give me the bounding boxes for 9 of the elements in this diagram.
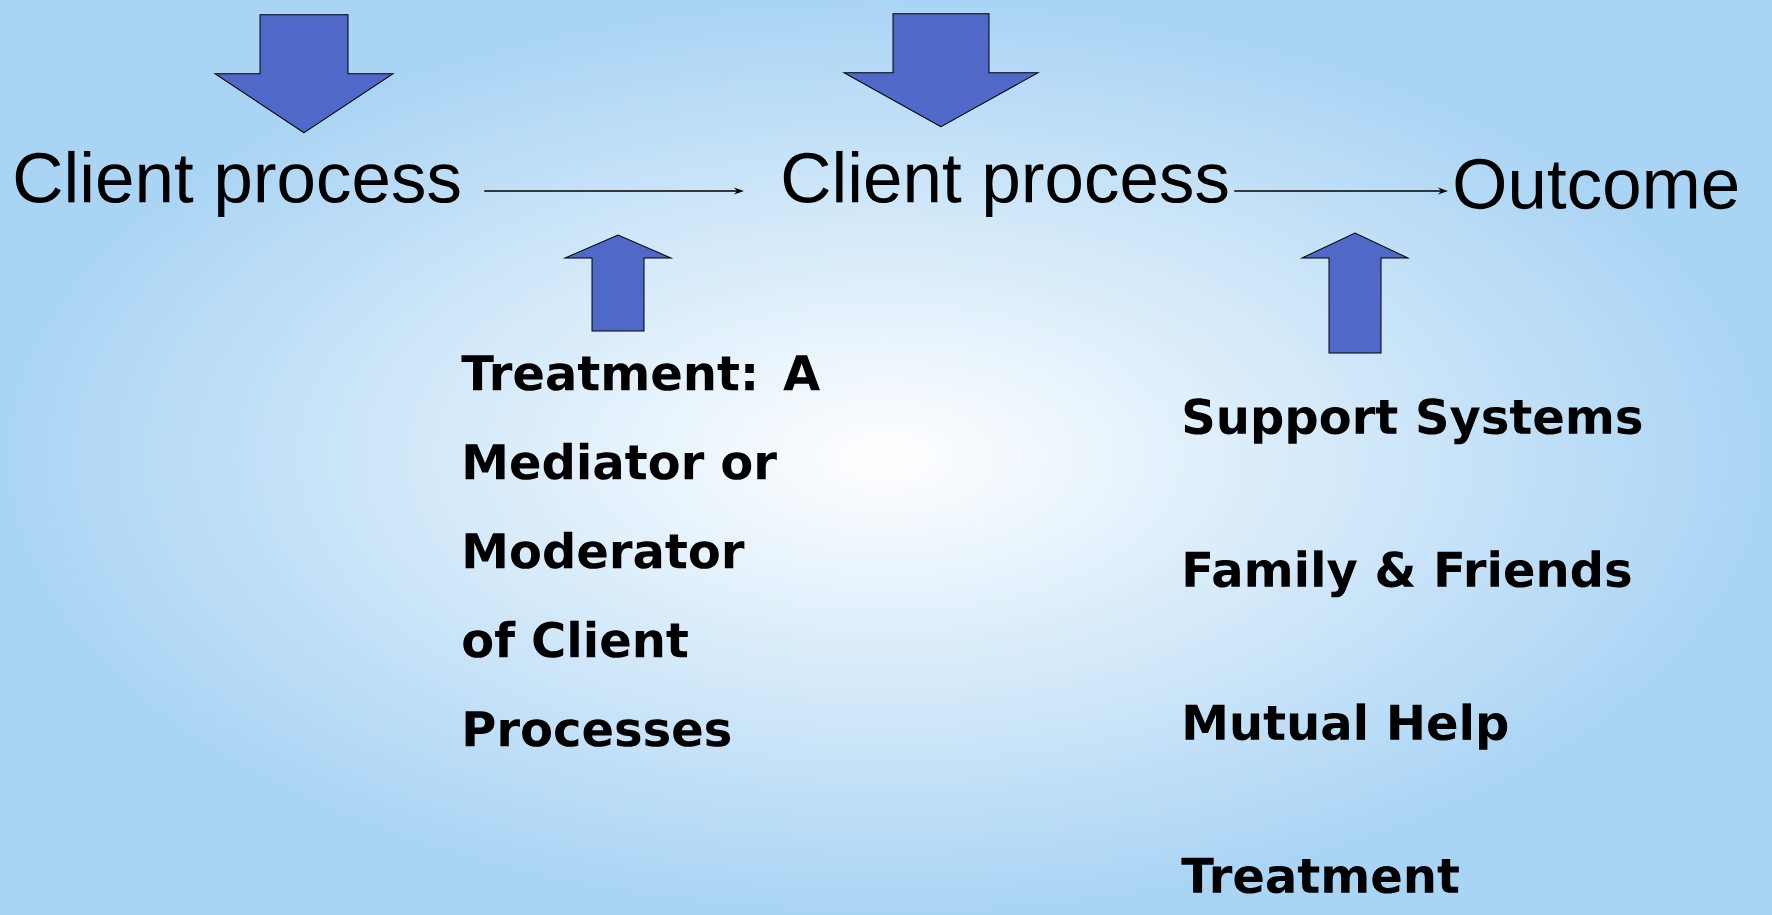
block-arrow — [843, 13, 1039, 128]
block-arrow — [1301, 232, 1409, 354]
block-arrow — [214, 14, 394, 134]
process-label: Client process — [15, 150, 460, 218]
process-label: Outcome — [1455, 158, 1738, 210]
process-label: Client process — [783, 150, 1228, 218]
support-list: Support Systems Family & Friends Mutual Help Treatment — [1181, 398, 1642, 894]
block-arrow — [564, 234, 672, 332]
treatment-text: Treatment: A Mediator or Moderator of Client Processes — [461, 355, 820, 747]
